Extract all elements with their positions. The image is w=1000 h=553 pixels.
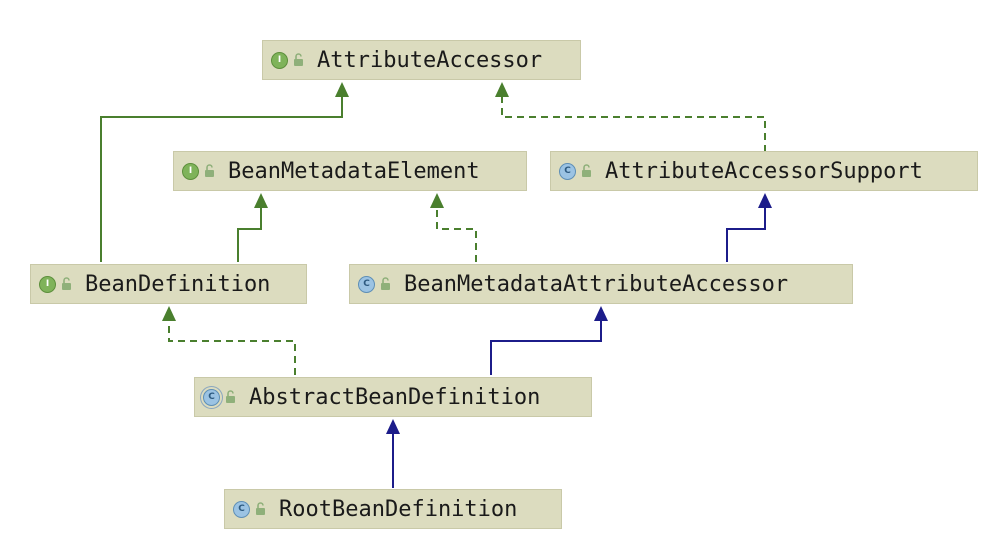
abstract-class-icon: C xyxy=(203,388,220,406)
arrowhead-blue xyxy=(758,193,772,208)
unlock-icon xyxy=(582,164,591,177)
arrowhead-green xyxy=(495,82,509,97)
edge-beanmetadataattributeaccessor-attributeaccessorsupport xyxy=(726,207,766,262)
unlock-icon xyxy=(226,390,235,403)
interface-icon: I xyxy=(271,51,288,69)
node-label: BeanMetadataAttributeAccessor xyxy=(404,271,789,297)
node-bean-metadata-element[interactable]: I BeanMetadataElement xyxy=(173,151,527,191)
class-icon: C xyxy=(233,500,250,518)
unlock-icon xyxy=(294,53,303,66)
unlock-icon xyxy=(205,164,214,177)
arrowhead-green xyxy=(254,193,268,208)
node-bean-definition[interactable]: I BeanDefinition xyxy=(30,264,307,304)
edge-attributeaccessorsupport-attributeaccessor xyxy=(501,96,766,152)
node-attribute-accessor[interactable]: I AttributeAccessor xyxy=(262,40,581,80)
unlock-icon xyxy=(256,502,265,515)
edge-beandefinition-attributeaccessor xyxy=(100,96,343,262)
node-bean-metadata-attribute-accessor[interactable]: C BeanMetadataAttributeAccessor xyxy=(349,264,853,304)
edge-beanmetadataattributeaccessor-beanmetadataelement xyxy=(436,207,477,262)
edge-abstractbeandefinition-beandefinition xyxy=(168,320,296,375)
node-label: AbstractBeanDefinition xyxy=(249,384,541,410)
unlock-icon xyxy=(62,277,71,290)
arrowhead-green xyxy=(430,193,444,208)
node-label: AttributeAccessor xyxy=(317,47,543,73)
arrowhead-green xyxy=(335,82,349,97)
node-root-bean-definition[interactable]: C RootBeanDefinition xyxy=(224,489,562,529)
node-label: RootBeanDefinition xyxy=(279,496,518,522)
node-label: BeanDefinition xyxy=(85,271,271,297)
node-label: AttributeAccessorSupport xyxy=(605,158,923,184)
class-icon: C xyxy=(358,275,375,293)
arrowhead-blue xyxy=(594,306,608,321)
edge-beandefinition-beanmetadataelement xyxy=(237,207,262,262)
arrowhead-blue xyxy=(386,419,400,434)
arrowhead-green xyxy=(162,306,176,321)
edge-abstractbeandefinition-beanmetadataattributeaccessor xyxy=(490,320,602,375)
interface-icon: I xyxy=(39,275,56,293)
node-label: BeanMetadataElement xyxy=(228,158,480,184)
node-attribute-accessor-support[interactable]: C AttributeAccessorSupport xyxy=(550,151,978,191)
unlock-icon xyxy=(381,277,390,290)
class-icon: C xyxy=(559,162,576,180)
node-abstract-bean-definition[interactable]: C AbstractBeanDefinition xyxy=(194,377,592,417)
interface-icon: I xyxy=(182,162,199,180)
